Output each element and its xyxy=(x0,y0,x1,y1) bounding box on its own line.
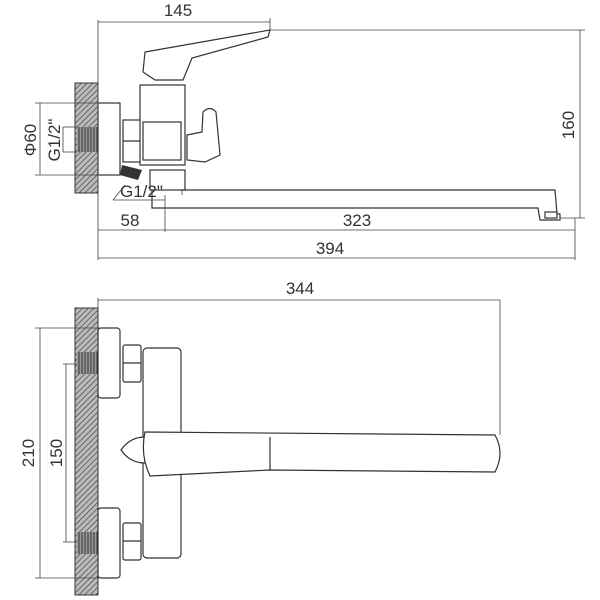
valve-body xyxy=(139,84,186,166)
flange-bottom xyxy=(97,507,121,579)
dim-150: 150 xyxy=(47,439,66,467)
spout-nut xyxy=(149,169,186,191)
dim-394: 394 xyxy=(316,239,344,258)
wall-thread-top xyxy=(77,352,98,374)
diverter-knob xyxy=(186,107,221,163)
dim-145: 145 xyxy=(164,1,192,20)
dim-58: 58 xyxy=(121,211,140,230)
dim-344: 344 xyxy=(286,279,314,298)
wall-thread xyxy=(77,127,98,152)
lever-handle xyxy=(142,431,501,477)
dim-323: 323 xyxy=(343,211,371,230)
flange xyxy=(97,102,121,176)
dim-g12-inlet: G1/2" xyxy=(45,119,64,162)
dim-210: 210 xyxy=(19,439,38,467)
knob xyxy=(120,436,146,464)
dim-160: 160 xyxy=(559,111,578,139)
front-view: 344 210 150 xyxy=(19,279,501,596)
eccentric-dark xyxy=(120,165,142,180)
wall-section xyxy=(74,307,99,596)
dim-phi60: Φ60 xyxy=(21,124,40,156)
dim-g12-outlet: G1/2" xyxy=(120,182,163,201)
spout xyxy=(151,189,561,221)
flange-top xyxy=(97,327,121,399)
side-view: 145 160 Φ60 G1/2" G1/2" 58 323 394 xyxy=(21,1,585,260)
lever-handle xyxy=(142,29,271,81)
wall-thread-bottom xyxy=(77,532,98,554)
